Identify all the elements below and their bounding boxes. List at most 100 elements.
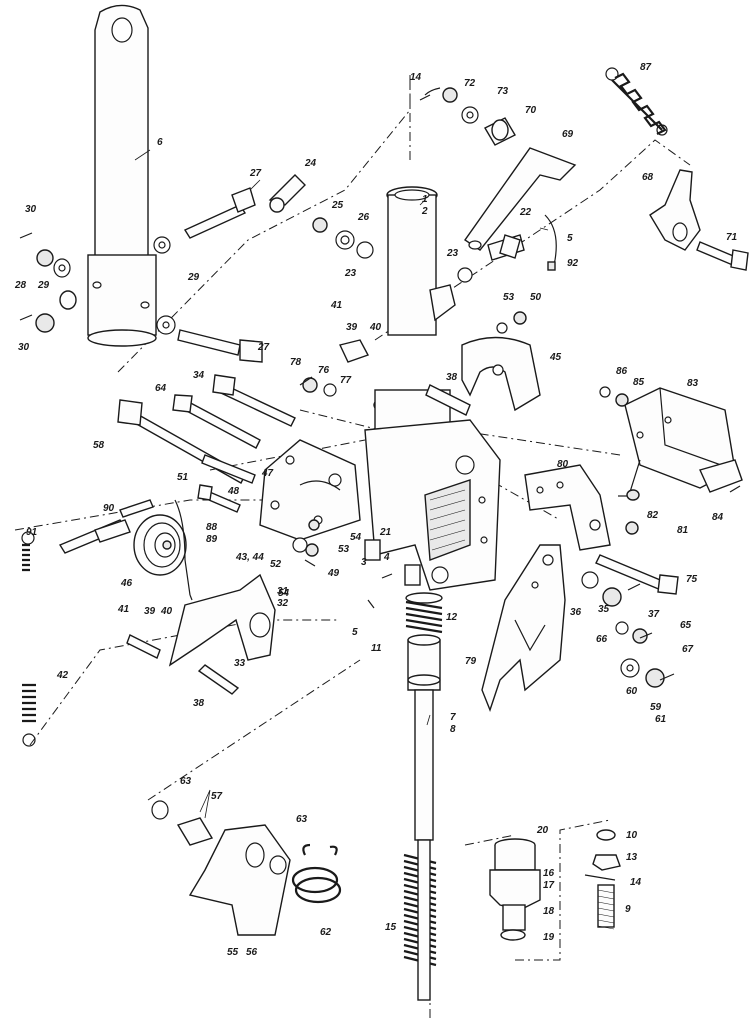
label-21: 21	[379, 527, 392, 538]
part-62-spring	[291, 843, 342, 904]
label-49: 49	[327, 568, 340, 579]
label-19: 19	[543, 932, 555, 943]
part-79-lever-plate	[481, 544, 566, 713]
label-43-44: 43, 44	[235, 552, 264, 563]
label-34: 34	[193, 370, 205, 381]
bolts	[117, 187, 749, 695]
label-5b: 5	[352, 627, 358, 638]
label-67: 67	[682, 644, 694, 655]
label-82: 82	[647, 510, 659, 521]
label-4: 4	[383, 552, 390, 563]
label-61: 61	[655, 714, 667, 725]
label-41a: 41	[330, 300, 343, 311]
label-30b: 30	[18, 342, 30, 353]
label-80: 80	[557, 459, 569, 470]
label-84: 84	[712, 512, 724, 523]
label-81: 81	[677, 525, 689, 536]
label-55: 55	[227, 947, 239, 958]
label-53b: 53	[338, 544, 350, 555]
label-86: 86	[616, 366, 628, 377]
label-59: 59	[650, 702, 662, 713]
label-47: 47	[261, 468, 274, 479]
part-55-56-lever	[188, 824, 291, 936]
label-62: 62	[320, 927, 332, 938]
label-7: 7	[450, 712, 456, 723]
label-31: 31	[277, 586, 289, 597]
part-42-spring	[21, 531, 36, 747]
label-39a: 39	[346, 322, 358, 333]
label-85: 85	[633, 377, 645, 388]
label-52: 52	[270, 559, 282, 570]
label-27b: 27	[257, 342, 270, 353]
label-48: 48	[227, 486, 240, 497]
label-92: 92	[567, 258, 579, 269]
label-35: 35	[598, 604, 610, 615]
label-46: 46	[120, 578, 133, 589]
label-69: 69	[562, 129, 574, 140]
label-5a: 5	[567, 233, 573, 244]
label-76: 76	[318, 365, 330, 376]
main-housing	[364, 419, 501, 591]
label-9: 9	[625, 904, 631, 915]
label-27a: 27	[249, 168, 262, 179]
label-40a: 40	[369, 322, 382, 333]
label-14b: 14	[630, 877, 642, 888]
label-22: 22	[519, 207, 532, 218]
part-labels: 1 2 3 4 5 5 6 7 8 9 10 11 12 13 14 14 15…	[14, 62, 738, 958]
label-6: 6	[157, 137, 163, 148]
label-72: 72	[464, 78, 476, 89]
label-32: 32	[277, 598, 289, 609]
label-57: 57	[211, 791, 223, 802]
label-54b: 54	[278, 588, 290, 599]
label-71: 71	[726, 232, 738, 243]
label-83: 83	[687, 378, 699, 389]
label-58: 58	[93, 440, 105, 451]
label-40b: 40	[160, 606, 173, 617]
label-12: 12	[446, 612, 458, 623]
part-7-8-rod	[407, 634, 441, 1001]
part-16-20-plunger	[489, 838, 541, 941]
label-89: 89	[206, 534, 218, 545]
label-23a: 23	[344, 268, 357, 279]
label-75: 75	[686, 574, 698, 585]
label-66: 66	[596, 634, 608, 645]
label-29a: 29	[37, 280, 50, 291]
label-23b: 23	[446, 248, 459, 259]
washers-nuts	[35, 87, 665, 875]
label-79: 79	[465, 656, 477, 667]
part-46-pulley	[133, 514, 187, 576]
label-39b: 39	[144, 606, 156, 617]
label-50: 50	[530, 292, 542, 303]
part-45-clamp	[461, 336, 541, 412]
label-68: 68	[642, 172, 654, 183]
label-73: 73	[497, 86, 509, 97]
part-69-arm	[464, 147, 577, 251]
label-63a: 63	[180, 776, 192, 787]
label-18: 18	[543, 906, 555, 917]
label-42: 42	[56, 670, 69, 681]
label-54a: 54	[350, 532, 362, 543]
label-41b: 41	[117, 604, 130, 615]
label-91: 91	[26, 527, 38, 538]
label-24: 24	[304, 158, 317, 169]
part-68-crank	[649, 169, 701, 251]
label-30a: 30	[25, 204, 37, 215]
label-87: 87	[640, 62, 652, 73]
label-38a: 38	[446, 372, 458, 383]
part-11-12-spring	[405, 592, 443, 634]
label-64: 64	[155, 383, 167, 394]
label-14a: 14	[410, 72, 422, 83]
label-2: 2	[421, 206, 428, 217]
label-8: 8	[450, 724, 456, 735]
label-16: 16	[543, 868, 555, 879]
label-77: 77	[340, 375, 352, 386]
label-78: 78	[290, 357, 302, 368]
part-87-spring	[605, 67, 668, 136]
label-25: 25	[331, 200, 344, 211]
label-29b: 29	[187, 272, 200, 283]
part-6-upper-tube	[87, 4, 157, 347]
label-88: 88	[206, 522, 218, 533]
label-56: 56	[246, 947, 258, 958]
